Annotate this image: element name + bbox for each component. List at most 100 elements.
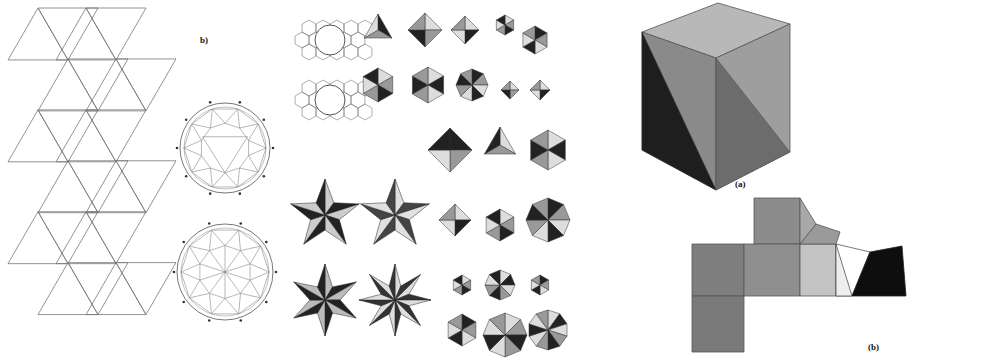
edge-line <box>225 293 241 298</box>
edge-line <box>225 298 239 313</box>
solid-facet <box>453 275 462 285</box>
edge-line <box>211 313 238 314</box>
edge-line <box>192 168 211 172</box>
edge-line <box>192 172 213 187</box>
solid-facet <box>540 90 550 100</box>
net-flap <box>852 246 906 296</box>
edge-line <box>181 272 189 298</box>
solid-facet <box>439 220 455 236</box>
atom-circle <box>315 85 345 115</box>
edge-line <box>225 264 250 272</box>
edge-line <box>250 280 260 298</box>
edge-line <box>225 251 241 272</box>
net-triangle <box>116 59 176 111</box>
edge-line <box>201 128 210 140</box>
edge-line <box>238 109 259 124</box>
solid-facet <box>535 40 547 54</box>
edge-line <box>181 272 200 280</box>
net-flap <box>836 244 852 296</box>
vertex-dot <box>265 241 268 244</box>
hex-cell <box>295 32 309 48</box>
star-facet <box>325 215 346 244</box>
star-facet <box>395 300 401 336</box>
edge-line <box>239 293 241 313</box>
edge-line <box>184 140 201 148</box>
edge-line <box>241 246 261 251</box>
solid-facet <box>428 85 444 103</box>
edge-line <box>209 251 225 272</box>
star-facet <box>395 294 431 300</box>
net-triangle <box>68 59 128 111</box>
solid-facet <box>408 13 425 30</box>
star-facet <box>304 215 325 244</box>
edge-line <box>200 280 210 293</box>
vertex-dot <box>182 301 185 304</box>
solid-facet <box>505 319 527 335</box>
edge-line <box>184 148 201 156</box>
geodesic-sphere <box>176 101 275 195</box>
vertex-dot <box>265 301 268 304</box>
solid-facet <box>510 81 519 90</box>
net-triangle <box>56 8 116 60</box>
solid-facet <box>526 220 548 236</box>
hex-cell <box>302 104 316 120</box>
net-triangle <box>86 212 146 264</box>
edge-line <box>258 148 266 172</box>
net-triangle <box>38 212 98 264</box>
solid-facet <box>501 90 510 99</box>
solid-facet <box>523 26 535 40</box>
net-triangle <box>86 59 146 111</box>
edge-line <box>225 123 240 128</box>
panel-letter: b) <box>200 36 208 45</box>
vertex-dot <box>239 222 242 225</box>
edge-line <box>212 109 225 123</box>
solid-facet <box>489 313 505 335</box>
edge-line <box>258 124 266 148</box>
vertex-dot <box>263 175 266 178</box>
edge-line <box>250 264 251 280</box>
edge-line <box>192 124 211 128</box>
solid-facet <box>450 150 472 172</box>
solid-facet <box>486 209 500 225</box>
hex-cell <box>358 44 372 60</box>
net-triangle <box>86 263 146 315</box>
solid-facet <box>472 74 488 85</box>
solid-facet <box>451 30 465 44</box>
net-triangle <box>203 137 248 173</box>
icosahedron-net <box>8 8 176 315</box>
edge-line <box>181 264 200 272</box>
net-triangle <box>68 161 128 213</box>
hex-cell <box>344 20 358 36</box>
edge-line <box>189 246 199 264</box>
solid-facet <box>425 13 442 30</box>
edge-line <box>240 156 249 168</box>
solid-facet <box>451 16 465 30</box>
vertex-dot <box>208 319 211 322</box>
edge-line <box>225 246 226 272</box>
edge-line <box>189 230 211 246</box>
hex-cell <box>358 104 372 120</box>
solid-facet <box>500 274 515 285</box>
star-facet <box>294 300 325 318</box>
edge-line <box>211 298 225 313</box>
edge-line <box>189 280 199 298</box>
sphere-outline <box>177 224 273 320</box>
edge-line <box>240 128 249 140</box>
solid-facet <box>378 85 393 102</box>
edge-line <box>225 272 226 298</box>
net-triangle <box>38 110 98 162</box>
solid-facet <box>489 270 500 285</box>
solid-facet <box>548 150 565 170</box>
hex-cell <box>302 44 316 60</box>
solid-facet <box>500 225 514 241</box>
net-triangle <box>56 110 116 162</box>
vertex-dot <box>275 271 278 274</box>
hex-cell <box>344 104 358 120</box>
star-facet <box>386 179 395 215</box>
solid-facet <box>496 15 505 25</box>
hex-cell <box>295 92 309 108</box>
solid-facet <box>530 90 540 100</box>
edge-line <box>189 298 211 314</box>
